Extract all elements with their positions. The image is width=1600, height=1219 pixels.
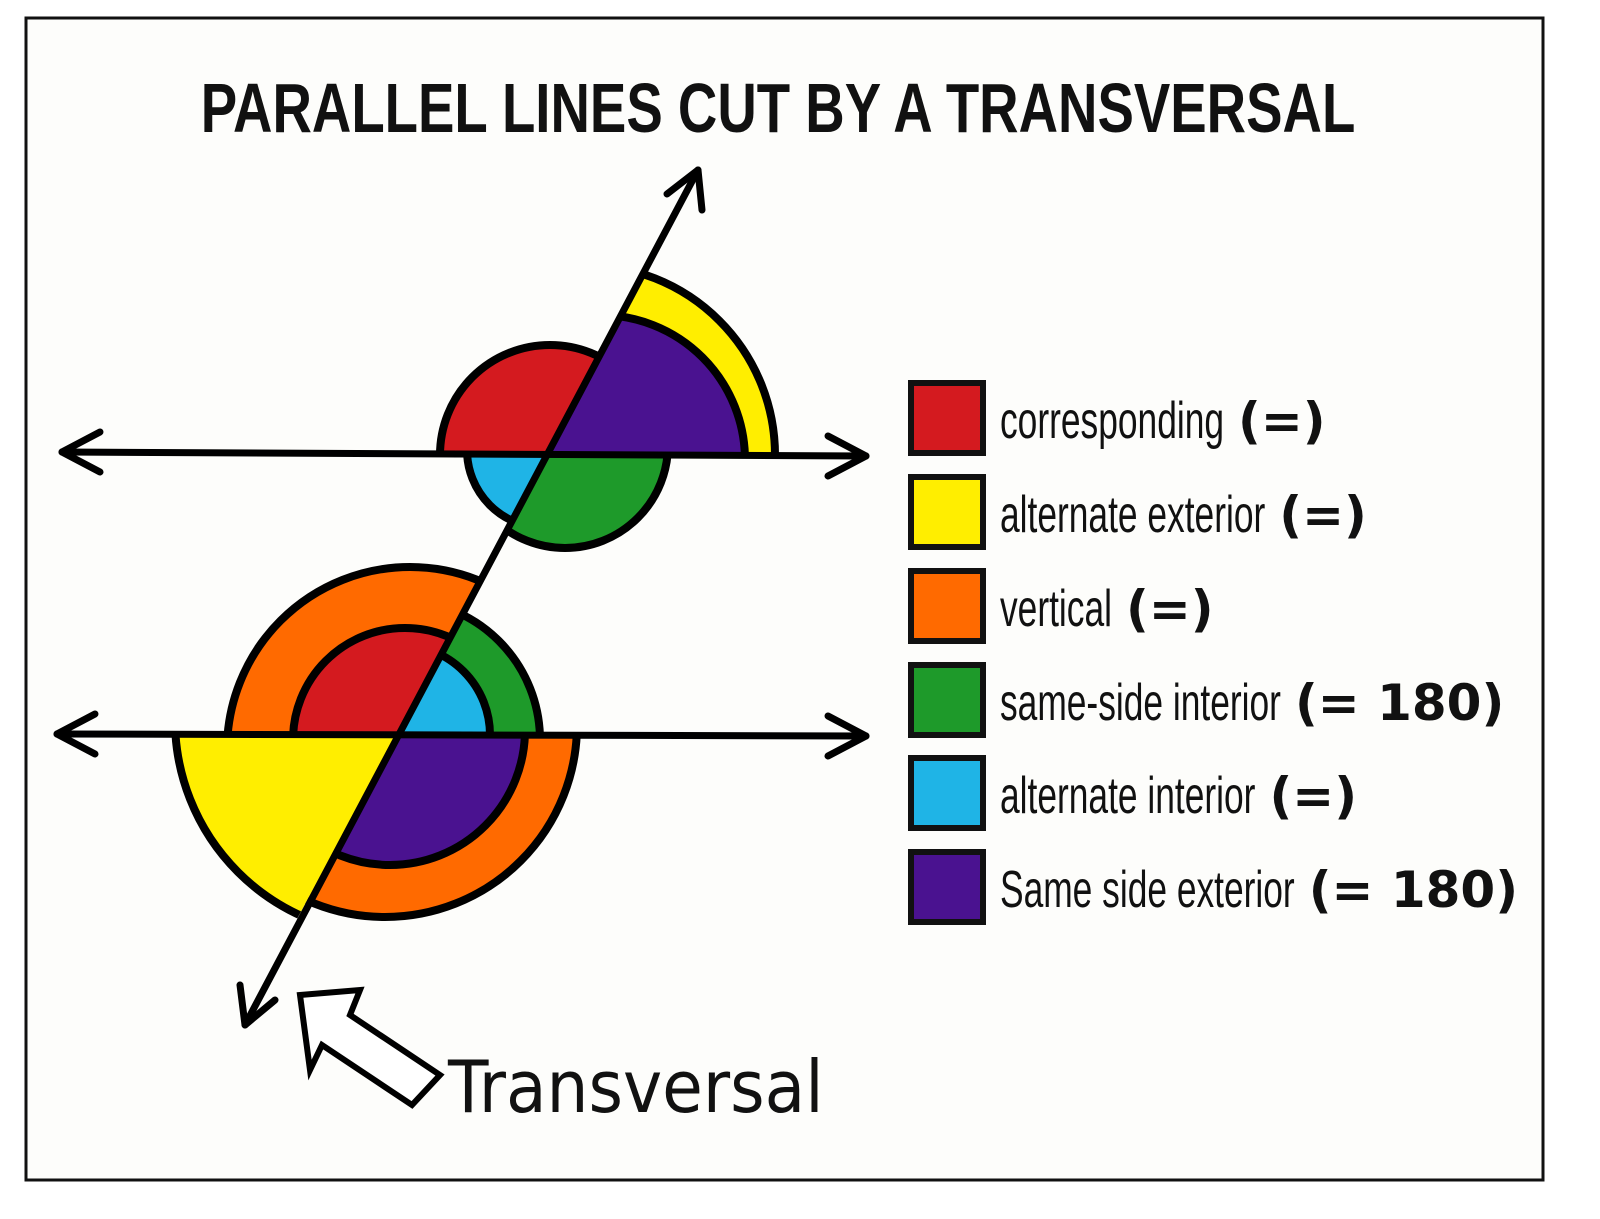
transversal-label: Transversal bbox=[447, 1046, 824, 1129]
legend-item: vertical(=) bbox=[908, 568, 1214, 644]
legend-rule: (=) bbox=[1269, 767, 1357, 825]
legend-rule: (=) bbox=[1279, 486, 1367, 544]
legend-item: same-side interior(= 180) bbox=[908, 662, 1504, 738]
legend-label: vertical bbox=[1000, 580, 1112, 637]
parallel-line-top bbox=[58, 428, 870, 480]
legend-label: Same side exterior bbox=[1000, 861, 1295, 918]
arrowhead-right-icon bbox=[824, 432, 870, 480]
legend-swatch bbox=[908, 849, 986, 925]
legend-item: alternate interior(=) bbox=[908, 755, 1357, 831]
parallel-line-bottom bbox=[53, 710, 870, 760]
legend-item: Same side exterior(= 180) bbox=[908, 849, 1518, 925]
legend-label: corresponding bbox=[1000, 392, 1224, 449]
legend-rule: (=) bbox=[1126, 580, 1214, 638]
legend: corresponding(=)alternate exterior(=)ver… bbox=[908, 380, 1518, 925]
arrowhead-up-icon bbox=[663, 166, 706, 214]
arrowhead-down-icon bbox=[236, 981, 279, 1029]
legend-rule: (=) bbox=[1238, 392, 1326, 450]
legend-swatch bbox=[908, 755, 986, 831]
legend-swatch bbox=[908, 380, 986, 456]
arrowhead-right-icon bbox=[824, 712, 870, 760]
angle-regions bbox=[171, 261, 779, 939]
legend-swatch bbox=[908, 662, 986, 738]
page-title: PARALLEL LINES CUT BY A TRANSVERSAL bbox=[201, 70, 1356, 148]
legend-label: same-side interior bbox=[1000, 674, 1281, 731]
pointer-arrow-icon bbox=[296, 986, 445, 1109]
legend-label: alternate interior bbox=[1000, 767, 1256, 824]
arrowhead-left-icon bbox=[58, 428, 104, 476]
legend-label: alternate exterior bbox=[1000, 486, 1265, 543]
arrowhead-left-icon bbox=[53, 710, 99, 758]
legend-swatch bbox=[908, 474, 986, 550]
legend-item: corresponding(=) bbox=[908, 380, 1326, 456]
legend-item: alternate exterior(=) bbox=[908, 474, 1367, 550]
transversal-line bbox=[236, 166, 706, 1029]
page-frame bbox=[24, 16, 1545, 1182]
legend-rule: (= 180) bbox=[1295, 674, 1504, 732]
legend-swatch bbox=[908, 568, 986, 644]
legend-rule: (= 180) bbox=[1309, 861, 1518, 919]
